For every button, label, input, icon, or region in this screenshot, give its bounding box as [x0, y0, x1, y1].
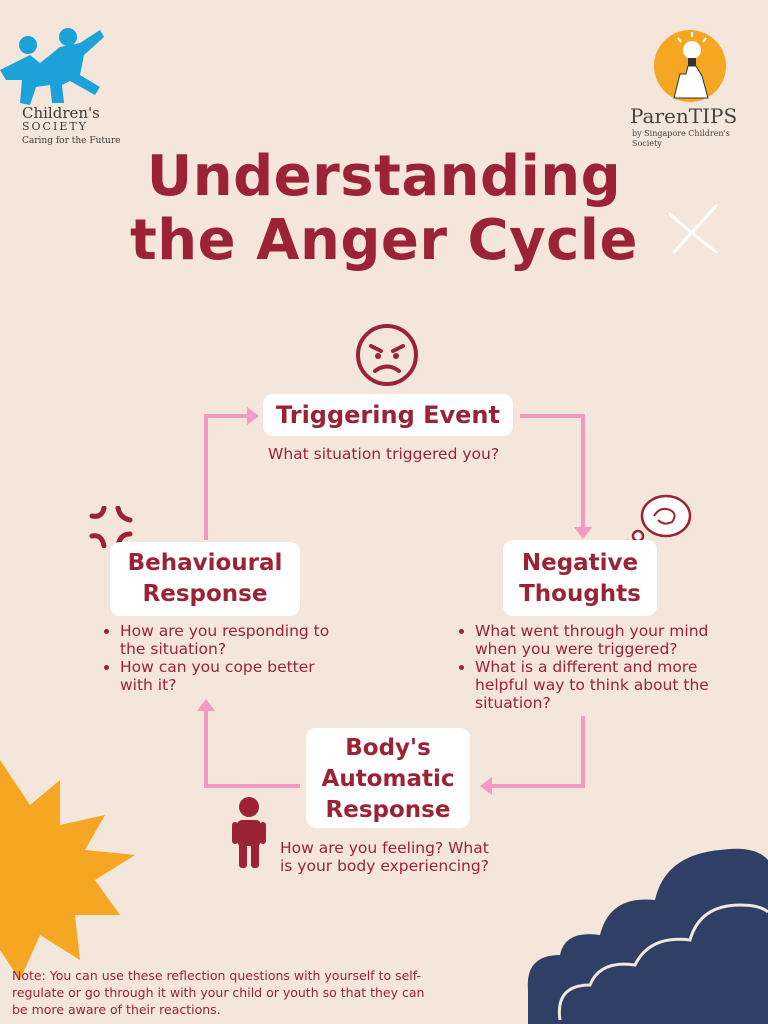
lightbulb-hand-icon: [654, 30, 726, 102]
negative-thoughts-questions: What went through your mind when you wer…: [457, 622, 737, 712]
cloud-shape: [527, 848, 768, 1024]
sparkle-icon: [668, 204, 718, 254]
automatic-line-2: Automatic: [321, 766, 455, 792]
behavioural-line-2: Response: [142, 581, 268, 607]
left-logo-name2: SOCIETY: [22, 120, 88, 133]
arrow-automatic-to-behavioural: [204, 708, 300, 788]
left-logo-name: Children's: [22, 104, 100, 122]
automatic-line-3: Response: [325, 797, 451, 823]
left-logo-tagline: Caring for the Future: [22, 136, 121, 146]
behavioural-response-questions: How are you responding to the situation?…: [102, 622, 332, 694]
right-logo-name: ParenTIPS: [630, 104, 738, 128]
arrowhead-4: [247, 407, 259, 425]
arrowhead-2: [480, 777, 492, 795]
behavioural-response-box: Behavioural Response: [110, 542, 300, 616]
behavioural-question-2: How can you cope better with it?: [120, 658, 332, 694]
parentips-logo: ParenTIPS by Singapore Children's Societ…: [620, 28, 760, 148]
automatic-response-question: How are you feeling? What is your body e…: [280, 839, 489, 875]
triggering-event-question: What situation triggered you?: [268, 445, 500, 463]
automatic-response-box: Body's Automatic Response: [306, 728, 470, 828]
negative-question-2: What is a different and more helpful way…: [475, 658, 737, 712]
angry-face-icon: [356, 324, 418, 386]
footer-note: Note: You can use these reflection quest…: [12, 968, 425, 1017]
triggering-event-box: Triggering Event: [263, 394, 513, 436]
negative-thoughts-line-1: Negative: [521, 550, 639, 576]
arrow-trigger-to-negative: [520, 414, 585, 530]
title-line-1: Understanding: [146, 144, 622, 209]
behavioural-line-1: Behavioural: [127, 550, 283, 576]
arrowhead-1: [574, 527, 592, 539]
behavioural-question-1: How are you responding to the situation?: [120, 622, 332, 658]
children-figures-icon: [0, 28, 104, 105]
title-line-2: the Anger Cycle: [130, 208, 638, 273]
page-title: Understanding the Anger Cycle: [0, 145, 768, 273]
sun-shape: [0, 760, 135, 980]
childrens-society-logo: Children's SOCIETY Caring for the Future: [0, 25, 140, 150]
negative-thoughts-line-2: Thoughts: [519, 581, 641, 607]
arrow-negative-to-automatic: [487, 716, 585, 788]
person-icon: [232, 797, 266, 868]
cloud-outline: [557, 903, 768, 1021]
negative-question-1: What went through your mind when you wer…: [475, 622, 737, 658]
automatic-line-1: Body's: [345, 735, 431, 761]
arrowhead-3: [197, 699, 215, 711]
arrow-behavioural-to-trigger: [204, 414, 250, 540]
right-logo-tagline: by Singapore Children's Society: [632, 129, 730, 148]
negative-thoughts-box: Negative Thoughts: [503, 540, 657, 616]
